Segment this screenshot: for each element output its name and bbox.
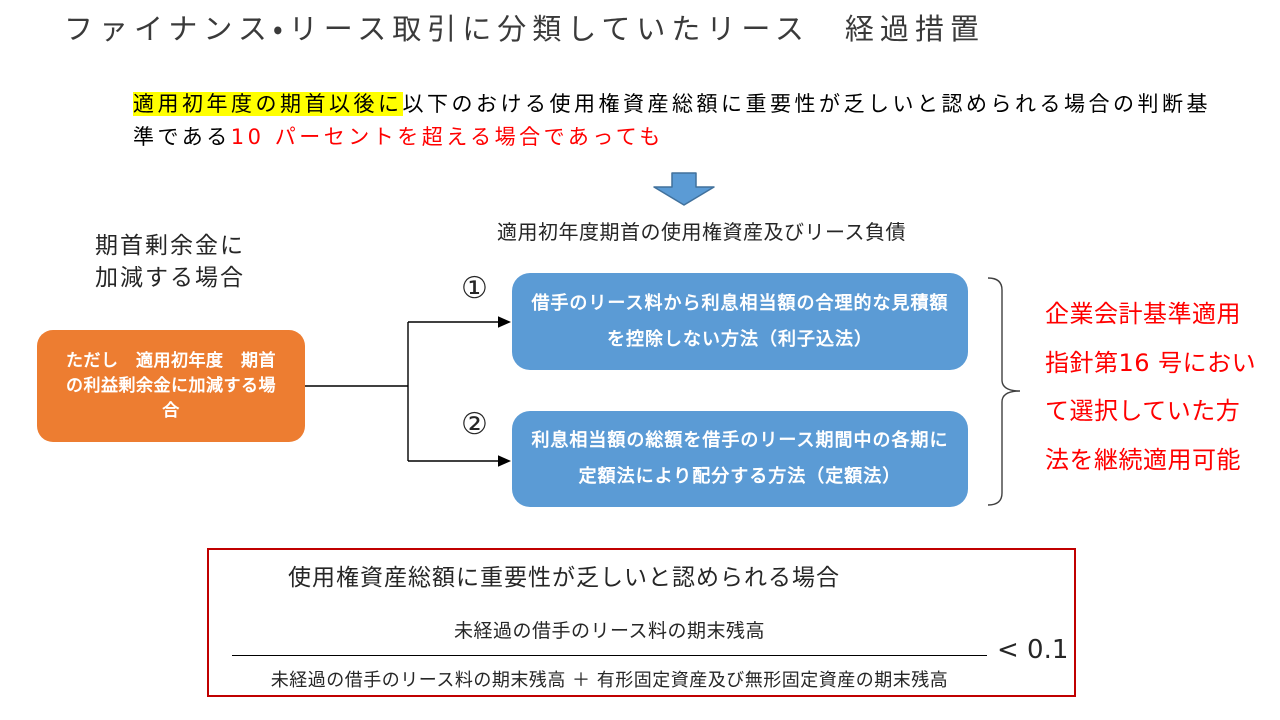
arrowhead-option2 (498, 455, 511, 467)
criteria-box: 使用権資産総額に重要性が乏しいと認められる場合 未経過の借手のリース料の期末残高… (207, 548, 1076, 697)
option1-box: 借手のリース料から利息相当額の合理的な見積額 を控除しない方法（利子込法） (512, 273, 968, 370)
orange-condition-box: ただし 適用初年度 期首の利益剰余金に加減する場合 (37, 330, 305, 442)
left-label-line1: 期首剰余金に (95, 233, 245, 259)
fraction-line (232, 655, 987, 656)
option2-line1: 利息相当額の総額を借手のリース期間中の各期に (531, 430, 949, 451)
continuation-note-line1: 企業会計基準適用 (1045, 300, 1241, 328)
continuation-note-line4: 法を継続適用可能 (1045, 445, 1241, 474)
flow-heading: 適用初年度期首の使用権資産及びリース負債 (497, 220, 906, 244)
page-title: ファイナンス・リース取引に分類していたリース 経過措置 (64, 12, 985, 46)
fraction-numerator: 未経過の借手のリース料の期末残高 (453, 620, 766, 642)
continuation-note-line2: 指針第16 号におい (1045, 348, 1257, 377)
arrowhead-option1 (498, 316, 511, 328)
fraction-denominator: 未経過の借手のリース料の期末残高 ＋ 有形固定資産及び無形固定資産の期末残高 (270, 670, 949, 691)
option2-box: 利息相当額の総額を借手のリース期間中の各期に 定額法により配分する方法（定額法） (512, 411, 968, 507)
criteria-box-title: 使用権資産総額に重要性が乏しいと認められる場合 (288, 565, 840, 591)
right-brace (987, 277, 1021, 506)
fraction-comparison: < 0.1 (997, 635, 1069, 665)
left-label: 期首剰余金に 加減する場合 (95, 230, 245, 294)
left-label-line2: 加減する場合 (95, 265, 245, 291)
orange-condition-box-text: ただし 適用初年度 期首の利益剰余金に加減する場合 (66, 350, 276, 421)
intro-line1-rest: 以下のおける使用権資産総額に重要性が乏しいと認められる場合の判断基 (402, 92, 1211, 116)
intro-highlighted-text: 適用初年度の期首以後に (133, 92, 403, 116)
option1-line2: を控除しない方法（利子込法） (607, 328, 873, 350)
continuation-note-line3: て選択していた方 (1045, 397, 1241, 425)
option2-line2: 定額法により配分する方法（定額法） (578, 466, 902, 487)
continuation-note: 企業会計基準適用 指針第16 号におい て選択していた方 法を継続適用可能 (1045, 290, 1256, 484)
option1-line1: 借手のリース料から利息相当額の合理的な見積額 (531, 292, 949, 314)
down-arrow-icon (653, 172, 715, 206)
intro-paragraph: 適用初年度の期首以後に以下のおける使用権資産総額に重要性が乏しいと認められる場合… (133, 88, 1223, 154)
intro-line2-prefix: 準である (133, 125, 231, 149)
intro-red-text: 10 パーセントを超える場合であっても (230, 125, 664, 149)
option2-marker: ② (461, 407, 488, 442)
option1-marker: ① (461, 271, 488, 306)
